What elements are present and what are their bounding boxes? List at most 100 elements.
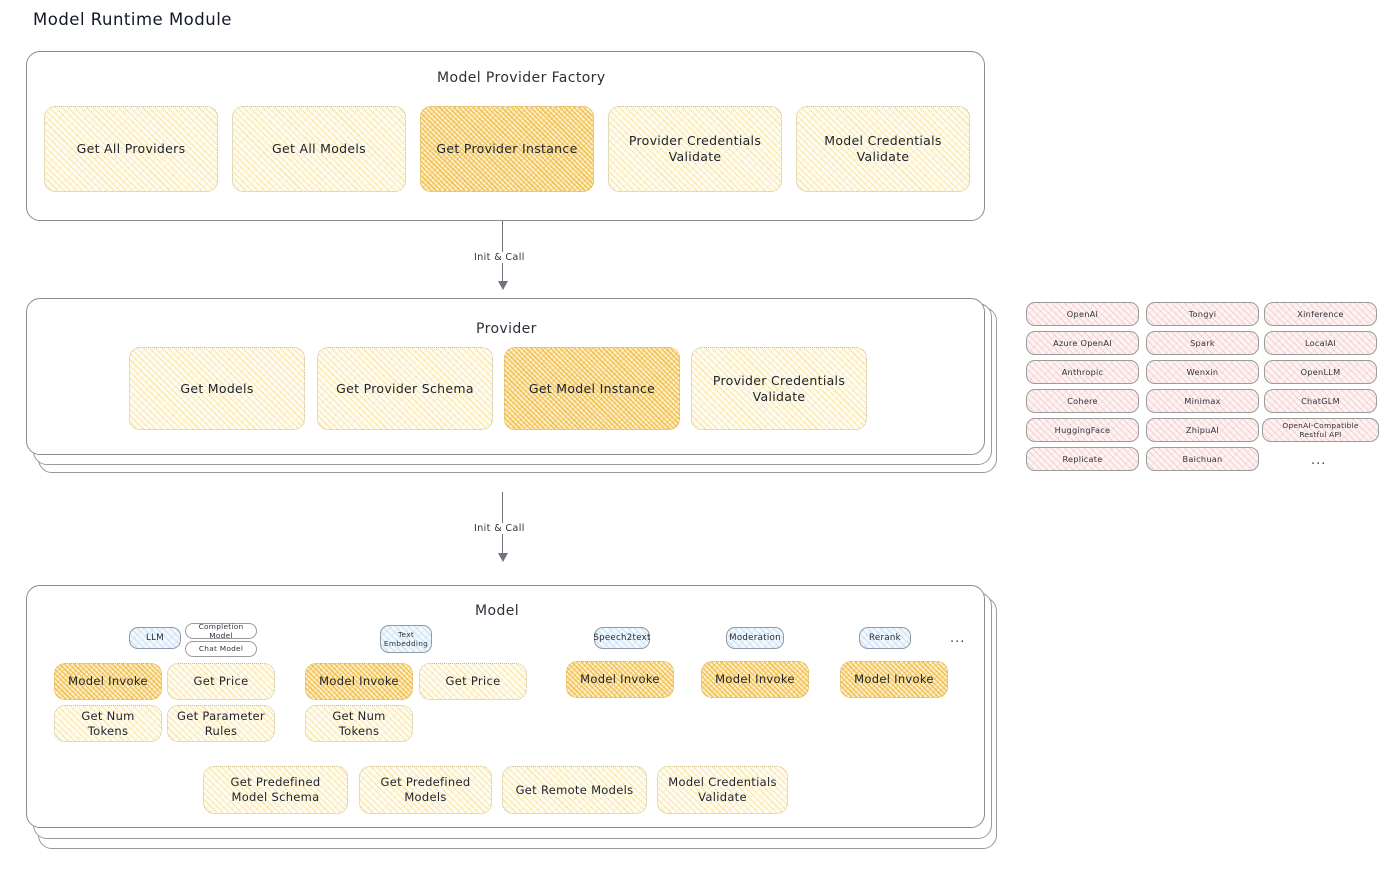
model-function-llm-get-price[interactable]: Get Price — [167, 663, 275, 700]
provider-item-provider-credentials-validate[interactable]: Provider Credentials Validate — [691, 347, 867, 430]
factory-item-get-provider-instance[interactable]: Get Provider Instance — [420, 106, 594, 192]
provider-chip-label: Azure OpenAI — [1053, 337, 1112, 348]
model-type-badge-text-embedding[interactable]: Text Embedding — [380, 625, 432, 653]
model-function-label: Model Invoke — [319, 674, 399, 689]
model-type-label: Moderation — [729, 632, 781, 643]
model-common-function-get-predefined-models[interactable]: Get Predefined Models — [359, 766, 492, 814]
model-common-function-get-predefined-model-schema[interactable]: Get Predefined Model Schema — [203, 766, 348, 814]
provider-chip-wenxin[interactable]: Wenxin — [1146, 360, 1259, 384]
provider-chip-openai-compatible-restful-api[interactable]: OpenAI-Compatible Restful API — [1262, 418, 1379, 442]
factory-item-label: Get All Providers — [76, 141, 186, 156]
provider-chip-label: Cohere — [1067, 395, 1098, 406]
arrow-label-init-and-call-1: Init & Call — [470, 252, 529, 263]
model-function-label: Model Invoke — [854, 672, 934, 687]
model-type-badge-rerank[interactable]: Rerank — [859, 627, 911, 649]
provider-chip-localai[interactable]: LocalAI — [1264, 331, 1377, 355]
model-function-label: Get Num Tokens — [81, 708, 135, 738]
model-function-llm-model-invoke[interactable]: Model Invoke — [54, 663, 162, 700]
provider-chip-label: Replicate — [1062, 453, 1103, 464]
provider-chip-spark[interactable]: Spark — [1146, 331, 1259, 355]
provider-chip-huggingface[interactable]: HuggingFace — [1026, 418, 1139, 442]
model-common-function-model-credentials-validate[interactable]: Model Credentials Validate — [657, 766, 788, 814]
arrow-provider-to-model-head — [498, 553, 508, 562]
model-type-badge-moderation[interactable]: Moderation — [726, 627, 784, 649]
model-common-function-label: Get Predefined Models — [380, 775, 471, 804]
provider-chip-baichuan[interactable]: Baichuan — [1146, 447, 1259, 471]
provider-chip-label: LocalAI — [1305, 337, 1336, 348]
model-provider-factory-title: Model Provider Factory — [437, 70, 606, 86]
provider-chip-label: HuggingFace — [1054, 424, 1111, 435]
model-function-text-embedding-model-invoke[interactable]: Model Invoke — [305, 663, 413, 700]
provider-title: Provider — [476, 321, 537, 337]
factory-item-get-all-models[interactable]: Get All Models — [232, 106, 406, 192]
provider-chip-minimax[interactable]: Minimax — [1146, 389, 1259, 413]
model-common-function-label: Get Remote Models — [515, 782, 634, 797]
model-type-badge-llm[interactable]: LLM — [129, 627, 181, 649]
provider-chip-openai[interactable]: OpenAI — [1026, 302, 1139, 326]
provider-item-get-provider-schema[interactable]: Get Provider Schema — [317, 347, 493, 430]
model-type-label: LLM — [146, 632, 164, 643]
factory-item-get-all-providers[interactable]: Get All Providers — [44, 106, 218, 192]
model-function-moderation-model-invoke[interactable]: Model Invoke — [701, 661, 809, 698]
provider-chip-label: Baichuan — [1182, 453, 1223, 464]
model-subtype-label: Chat Model — [198, 644, 244, 654]
provider-chip-label: OpenAI — [1066, 308, 1099, 319]
provider-chip-label: Wenxin — [1186, 366, 1219, 377]
provider-chip-zhipuai[interactable]: ZhipuAI — [1146, 418, 1259, 442]
model-type-label: Rerank — [869, 632, 901, 643]
provider-chip-xinference[interactable]: Xinference — [1264, 302, 1377, 326]
model-types-more-ellipsis: ... — [950, 631, 966, 646]
model-function-label: Get Price — [193, 674, 249, 689]
provider-chip-label: Anthropic — [1061, 366, 1104, 377]
model-function-llm-get-parameter-rules[interactable]: Get Parameter Rules — [167, 705, 275, 742]
provider-item-get-model-instance[interactable]: Get Model Instance — [504, 347, 680, 430]
provider-list-more-ellipsis: ... — [1311, 453, 1327, 468]
provider-chip-cohere[interactable]: Cohere — [1026, 389, 1139, 413]
factory-item-label: Provider Credentials Validate — [628, 133, 762, 164]
model-function-speech2text-model-invoke[interactable]: Model Invoke — [566, 661, 674, 698]
model-subtype-completion-model[interactable]: Completion Model — [185, 621, 257, 640]
factory-item-label: Get All Models — [272, 141, 366, 156]
model-type-badge-speech2text[interactable]: Speech2text — [593, 627, 651, 649]
provider-chip-tongyi[interactable]: Tongyi — [1146, 302, 1259, 326]
provider-item-label: Get Models — [180, 380, 254, 396]
model-type-label: Speech2text — [593, 632, 651, 643]
provider-item-label: Provider Credentials Validate — [712, 372, 846, 404]
model-function-label: Model Invoke — [68, 674, 148, 689]
model-function-label: Get Price — [445, 674, 501, 689]
factory-item-model-credentials-validate[interactable]: Model Credentials Validate — [796, 106, 970, 192]
model-subtype-label: Completion Model — [198, 621, 244, 640]
provider-chip-label: Xinference — [1297, 308, 1344, 319]
provider-item-label: Get Model Instance — [528, 380, 656, 396]
model-type-label: Text Embedding — [383, 629, 429, 648]
page-title: Model Runtime Module — [33, 10, 232, 29]
provider-chip-azure-openai[interactable]: Azure OpenAI — [1026, 331, 1139, 355]
model-function-text-embedding-get-num-tokens[interactable]: Get Num Tokens — [305, 705, 413, 742]
provider-chip-openllm[interactable]: OpenLLM — [1264, 360, 1377, 384]
model-function-label: Model Invoke — [580, 672, 660, 687]
factory-item-label: Model Credentials Validate — [824, 133, 942, 164]
provider-chip-label: ZhipuAI — [1185, 424, 1220, 435]
provider-chip-label: ChatGLM — [1301, 395, 1340, 406]
model-subtype-chat-model[interactable]: Chat Model — [185, 641, 257, 657]
factory-item-label: Get Provider Instance — [436, 141, 578, 156]
model-function-label: Model Invoke — [715, 672, 795, 687]
model-function-label: Get Num Tokens — [332, 708, 386, 738]
model-common-function-label: Get Predefined Model Schema — [230, 775, 321, 804]
model-title: Model — [475, 603, 520, 619]
model-common-function-label: Model Credentials Validate — [668, 775, 777, 804]
provider-chip-label: Minimax — [1184, 395, 1221, 406]
provider-item-get-models[interactable]: Get Models — [129, 347, 305, 430]
provider-item-label: Get Provider Schema — [336, 380, 474, 396]
provider-chip-chatglm[interactable]: ChatGLM — [1264, 389, 1377, 413]
provider-chip-label: OpenAI-Compatible Restful API — [1282, 420, 1359, 439]
model-function-text-embedding-get-price[interactable]: Get Price — [419, 663, 527, 700]
provider-chip-replicate[interactable]: Replicate — [1026, 447, 1139, 471]
arrow-factory-to-provider-head — [498, 281, 508, 290]
factory-item-provider-credentials-validate[interactable]: Provider Credentials Validate — [608, 106, 782, 192]
model-function-rerank-model-invoke[interactable]: Model Invoke — [840, 661, 948, 698]
model-common-function-get-remote-models[interactable]: Get Remote Models — [502, 766, 647, 814]
arrow-label-init-and-call-2: Init & Call — [470, 523, 529, 534]
model-function-llm-get-num-tokens[interactable]: Get Num Tokens — [54, 705, 162, 742]
provider-chip-anthropic[interactable]: Anthropic — [1026, 360, 1139, 384]
